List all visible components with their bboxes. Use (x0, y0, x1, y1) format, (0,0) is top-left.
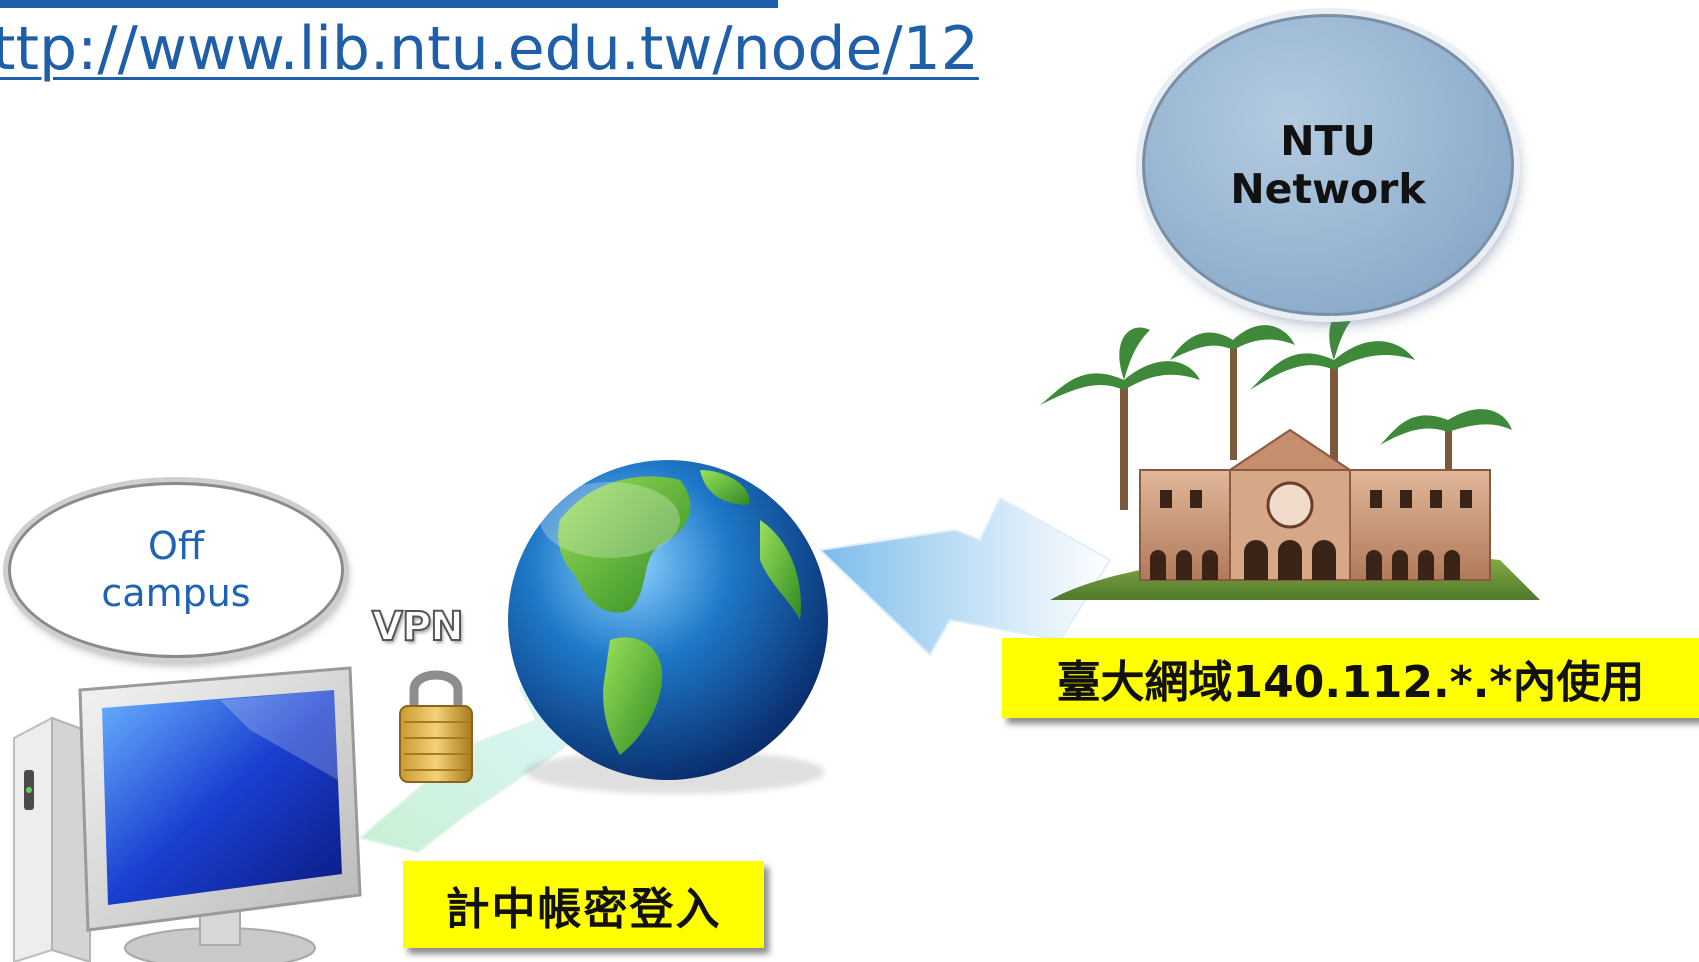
off-campus-node: Off campus (8, 482, 344, 658)
ntu-network-node: NTU Network (1142, 14, 1514, 316)
domain-usage-label: 臺大網域140.112.*.*內使用 (1002, 638, 1699, 718)
off-campus-line1: Off (147, 523, 205, 568)
header-rule (0, 0, 778, 8)
library-url-link[interactable]: ttp://www.lib.ntu.edu.tw/node/12 (0, 14, 979, 84)
ntu-network-line1: NTU (1280, 116, 1376, 165)
globe-icon (508, 460, 828, 794)
campus-arrow (817, 496, 1112, 657)
off-campus-line2: campus (101, 571, 251, 615)
login-label: 計中帳密登入 (403, 861, 764, 948)
vpn-label: VPN (371, 603, 465, 651)
campus-building-icon (1040, 307, 1540, 600)
computer-icon (13, 666, 362, 962)
padlock-icon (399, 670, 473, 783)
ntu-network-line2: Network (1230, 165, 1426, 213)
